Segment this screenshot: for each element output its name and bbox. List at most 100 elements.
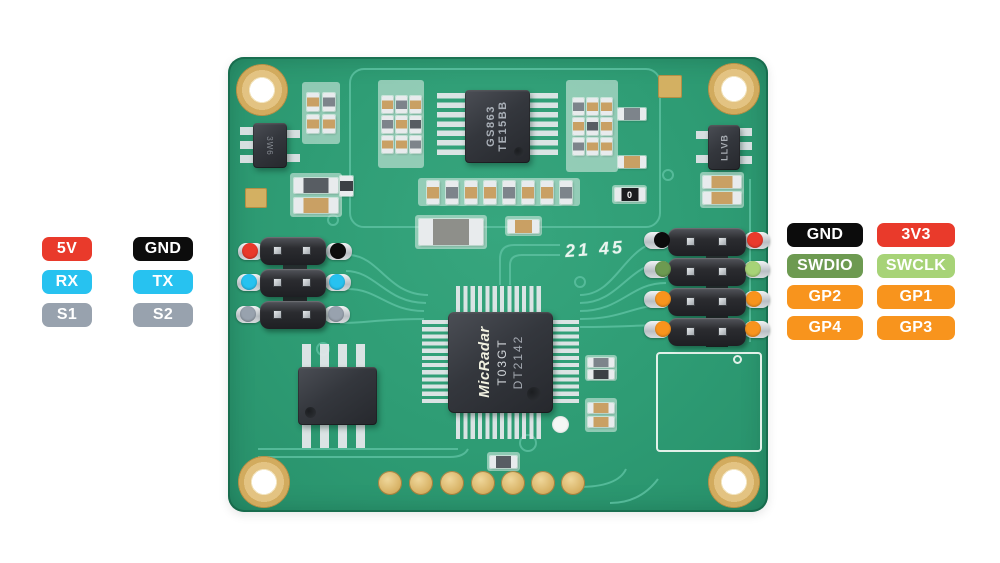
- pin-label-gnd-left: GND: [133, 237, 193, 261]
- passive-row-below-top-ic: [418, 178, 580, 206]
- header-left-row2: [260, 269, 326, 297]
- passive-cluster-mid-left: [290, 173, 342, 217]
- fiducial-left: [245, 188, 267, 208]
- right-reg-pin: [696, 155, 709, 163]
- main-ic-lot: DT2142: [510, 334, 525, 390]
- soic8-pins-top: [302, 344, 374, 368]
- left-reg-pin: [240, 155, 253, 163]
- pin-dot-5v: [242, 243, 258, 259]
- pin-dot-gp3: [745, 321, 761, 337]
- pin-label-5v: 5V: [42, 237, 92, 261]
- large-capacitor: [415, 215, 487, 249]
- right-reg-pin: [696, 131, 709, 139]
- pin-dot-swclk: [745, 261, 761, 277]
- mounting-hole-top-left: [236, 64, 288, 116]
- pin-dot-rx: [241, 274, 257, 290]
- pin-label-s1: S1: [42, 303, 92, 327]
- soic8-ic: [298, 367, 377, 425]
- pin-dot-tx: [329, 274, 345, 290]
- right-regulator-marking-text: LLVB: [719, 134, 729, 161]
- right-reg-pin: [739, 156, 752, 164]
- header-right-row1: [668, 228, 746, 256]
- passive-below-main-ic: [487, 452, 520, 471]
- silkscreen-date-code: 21 45: [564, 236, 626, 262]
- silkscreen-circle-mark: [733, 355, 742, 364]
- small-dark-component: [340, 176, 353, 196]
- right-reg-pin: [739, 142, 752, 150]
- passive-pair-right-of-main-ic: [585, 355, 617, 381]
- main-ic-marking: MicRadar T03GT DT2142: [470, 312, 530, 412]
- white-via: [552, 416, 569, 433]
- top-ic-marking-line1: GS863: [485, 105, 497, 147]
- main-ic: [448, 312, 553, 413]
- top-ic-pins-right: [530, 93, 558, 159]
- zero-ohm-resistor: 0: [612, 185, 647, 204]
- bottom-pad: [471, 471, 495, 495]
- soic8-pin1-dimple: [305, 407, 316, 418]
- pin-label-tx: TX: [133, 270, 193, 294]
- fiducial-right: [658, 75, 682, 98]
- right-reg-pin: [739, 128, 752, 136]
- passive-cluster-left-of-top-ic: [378, 80, 424, 168]
- pin-label-gp1: GP1: [877, 285, 955, 309]
- header-right-row4: [668, 318, 746, 346]
- bottom-pad: [409, 471, 433, 495]
- bottom-pad: [440, 471, 464, 495]
- left-reg-pin: [240, 141, 253, 149]
- zero-ohm-marking: 0: [626, 189, 632, 200]
- soic8-pins-bottom: [302, 424, 374, 448]
- header-right-row3: [668, 288, 746, 316]
- top-ic-pins-left: [437, 93, 465, 159]
- left-reg-pin: [287, 154, 300, 162]
- main-ic-pins-bottom: [456, 413, 544, 439]
- right-regulator: [708, 125, 740, 170]
- pin-dot-gnd-left: [330, 243, 346, 259]
- left-regulator: [253, 123, 287, 168]
- main-ic-pins-right: [553, 320, 579, 406]
- silkscreen-antenna-outline: [656, 352, 762, 452]
- main-ic-pins-left: [422, 320, 448, 406]
- pcb-board: GS863 TE15BB MicRadar T03GT DT2142 3W6: [228, 57, 770, 512]
- passive-pair-below-right-regulator: [700, 172, 744, 208]
- mounting-hole-bottom-left: [238, 456, 290, 508]
- right-regulator-marking: LLVB: [718, 125, 731, 171]
- passive-cluster-top-left: [302, 82, 340, 144]
- passive-pair-right-of-main-ic-2: [585, 398, 617, 432]
- left-reg-pin: [287, 130, 300, 138]
- passive-cluster-right-of-top-ic: [566, 80, 618, 172]
- pin-dot-gp4: [655, 321, 671, 337]
- left-regulator-marking: 3W6: [264, 126, 276, 166]
- main-ic-pins-top: [456, 286, 544, 312]
- resistor: [618, 108, 646, 120]
- main-ic-model: T03GT: [494, 338, 509, 386]
- top-ic: [465, 90, 530, 163]
- pin-label-s2: S2: [133, 303, 193, 327]
- pin-dot-gp2: [655, 291, 671, 307]
- mounting-hole-top-right: [708, 63, 760, 115]
- pin-dot-gp1: [746, 291, 762, 307]
- bottom-pad: [561, 471, 585, 495]
- header-left-row1: [260, 237, 326, 265]
- mounting-hole-bottom-right: [708, 456, 760, 508]
- bottom-pad: [531, 471, 555, 495]
- top-ic-marking: GS863 TE15BB: [477, 61, 517, 191]
- pin-label-3v3: 3V3: [877, 223, 955, 247]
- main-ic-pin1-dimple: [527, 387, 541, 401]
- pin-dot-3v3: [747, 232, 763, 248]
- left-regulator-marking-text: 3W6: [265, 136, 275, 156]
- pin-label-rx: RX: [42, 270, 92, 294]
- pin-label-gp2: GP2: [787, 285, 863, 309]
- header-right-row2: [668, 258, 746, 286]
- bottom-pad: [378, 471, 402, 495]
- pin-label-gp4: GP4: [787, 316, 863, 340]
- top-ic-marking-line2: TE15BB: [497, 100, 509, 152]
- bottom-pad: [501, 471, 525, 495]
- pin-label-gnd-right: GND: [787, 223, 863, 247]
- resistor: [618, 156, 646, 168]
- main-ic-brand: MicRadar: [475, 326, 493, 398]
- pin-label-gp3: GP3: [877, 316, 955, 340]
- pin-label-swclk: SWCLK: [877, 254, 955, 278]
- left-reg-pin: [240, 127, 253, 135]
- pin-dot-s2: [328, 306, 344, 322]
